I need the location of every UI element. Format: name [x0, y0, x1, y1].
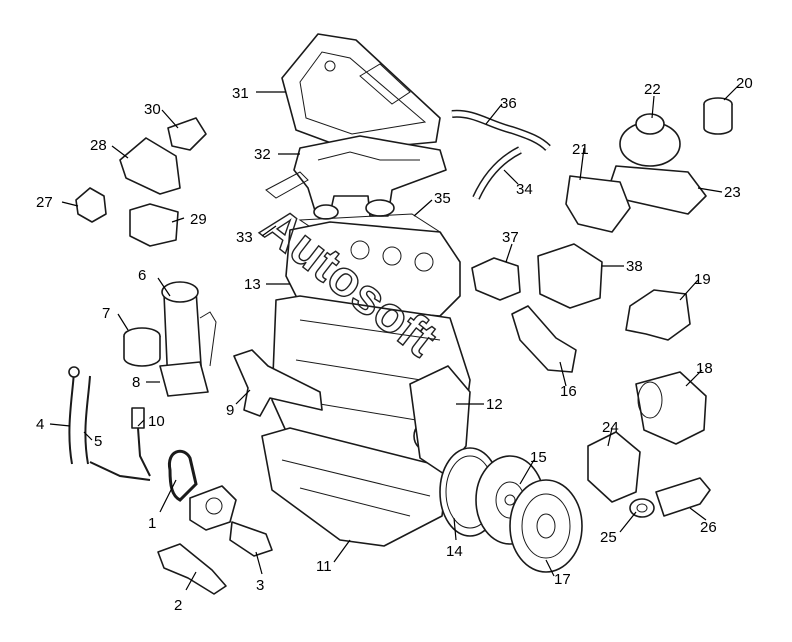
pressure-plate: [509, 479, 583, 573]
upper-hose-inner: [451, 111, 550, 150]
callout-33: 33: [236, 229, 253, 246]
callout-35: 35: [434, 190, 451, 207]
callout-32: 32: [254, 146, 271, 163]
dipstick: [68, 371, 75, 465]
oil-cooler-base: [159, 361, 209, 397]
callout-20: 20: [736, 75, 753, 92]
callout-19: 19: [694, 271, 711, 288]
thermostat-housing: [511, 305, 577, 373]
callout-24: 24: [602, 419, 619, 436]
callout-16: 16: [560, 383, 577, 400]
callout-17: 17: [554, 571, 571, 588]
lower-hose: [472, 146, 522, 200]
engine-mount-upper: [167, 117, 207, 151]
callout-13: 13: [244, 276, 261, 293]
timing-belt: [167, 449, 198, 502]
accessory-bracket: [565, 175, 631, 233]
water-pump: [625, 289, 691, 341]
callout-3: 3: [256, 577, 264, 594]
callout-25: 25: [600, 529, 617, 546]
vacuum-pump: [471, 257, 521, 301]
callout-34: 34: [516, 181, 533, 198]
timing-cover: [409, 365, 471, 475]
oil-pickup: [229, 521, 273, 557]
callout-5: 5: [94, 433, 102, 450]
upper-hose: [451, 109, 551, 151]
engine-mount-left: [75, 187, 107, 223]
callout-7: 7: [102, 305, 110, 322]
callout-18: 18: [696, 360, 713, 377]
oil-filter: [123, 327, 161, 367]
gearbox-mount: [587, 431, 641, 503]
alternator: [619, 113, 681, 167]
callout-12: 12: [486, 396, 503, 413]
callout-10: 10: [148, 413, 165, 430]
oil-sensor: [89, 407, 151, 481]
callout-8: 8: [132, 374, 140, 391]
mount-bracket: [119, 137, 181, 195]
callout-9: 9: [226, 402, 234, 419]
torque-link: [655, 477, 711, 517]
callout-labels: 1 2 3 4 5 6 7 8 9 10 11 12 13 14 15 16 1…: [36, 75, 753, 614]
intake-manifold: [293, 135, 447, 220]
dipstick-tube: [84, 375, 91, 465]
oil-pan: [261, 427, 449, 547]
callout-28: 28: [90, 137, 107, 154]
engine-mount-rear: [129, 203, 179, 247]
callout-22: 22: [644, 81, 661, 98]
callout-6: 6: [138, 267, 146, 284]
callout-31: 31: [232, 85, 249, 102]
callout-26: 26: [700, 519, 717, 536]
callout-29: 29: [190, 211, 207, 228]
callout-1: 1: [148, 515, 156, 532]
gasket-33: [265, 171, 309, 199]
oil-pump: [189, 485, 237, 531]
callout-23: 23: [724, 184, 741, 201]
callout-4: 4: [36, 416, 44, 433]
callout-15: 15: [530, 449, 547, 466]
cylinder-head-cover: [281, 33, 441, 151]
injection-pump: [537, 243, 603, 309]
callout-38: 38: [626, 258, 643, 275]
callout-30: 30: [144, 101, 161, 118]
coolant-pipe: [233, 349, 323, 417]
idler-pulley: [703, 97, 733, 135]
callout-21: 21: [572, 141, 589, 158]
lower-hose-inner: [473, 147, 522, 200]
callout-14: 14: [446, 543, 463, 560]
callout-37: 37: [502, 229, 519, 246]
callout-27: 27: [36, 194, 53, 211]
callout-11: 11: [316, 558, 332, 575]
oil-strainer: [157, 543, 227, 595]
leader-lines: [49, 85, 739, 591]
callout-36: 36: [500, 95, 517, 112]
callout-2: 2: [174, 597, 182, 614]
starter-motor: [635, 371, 707, 445]
